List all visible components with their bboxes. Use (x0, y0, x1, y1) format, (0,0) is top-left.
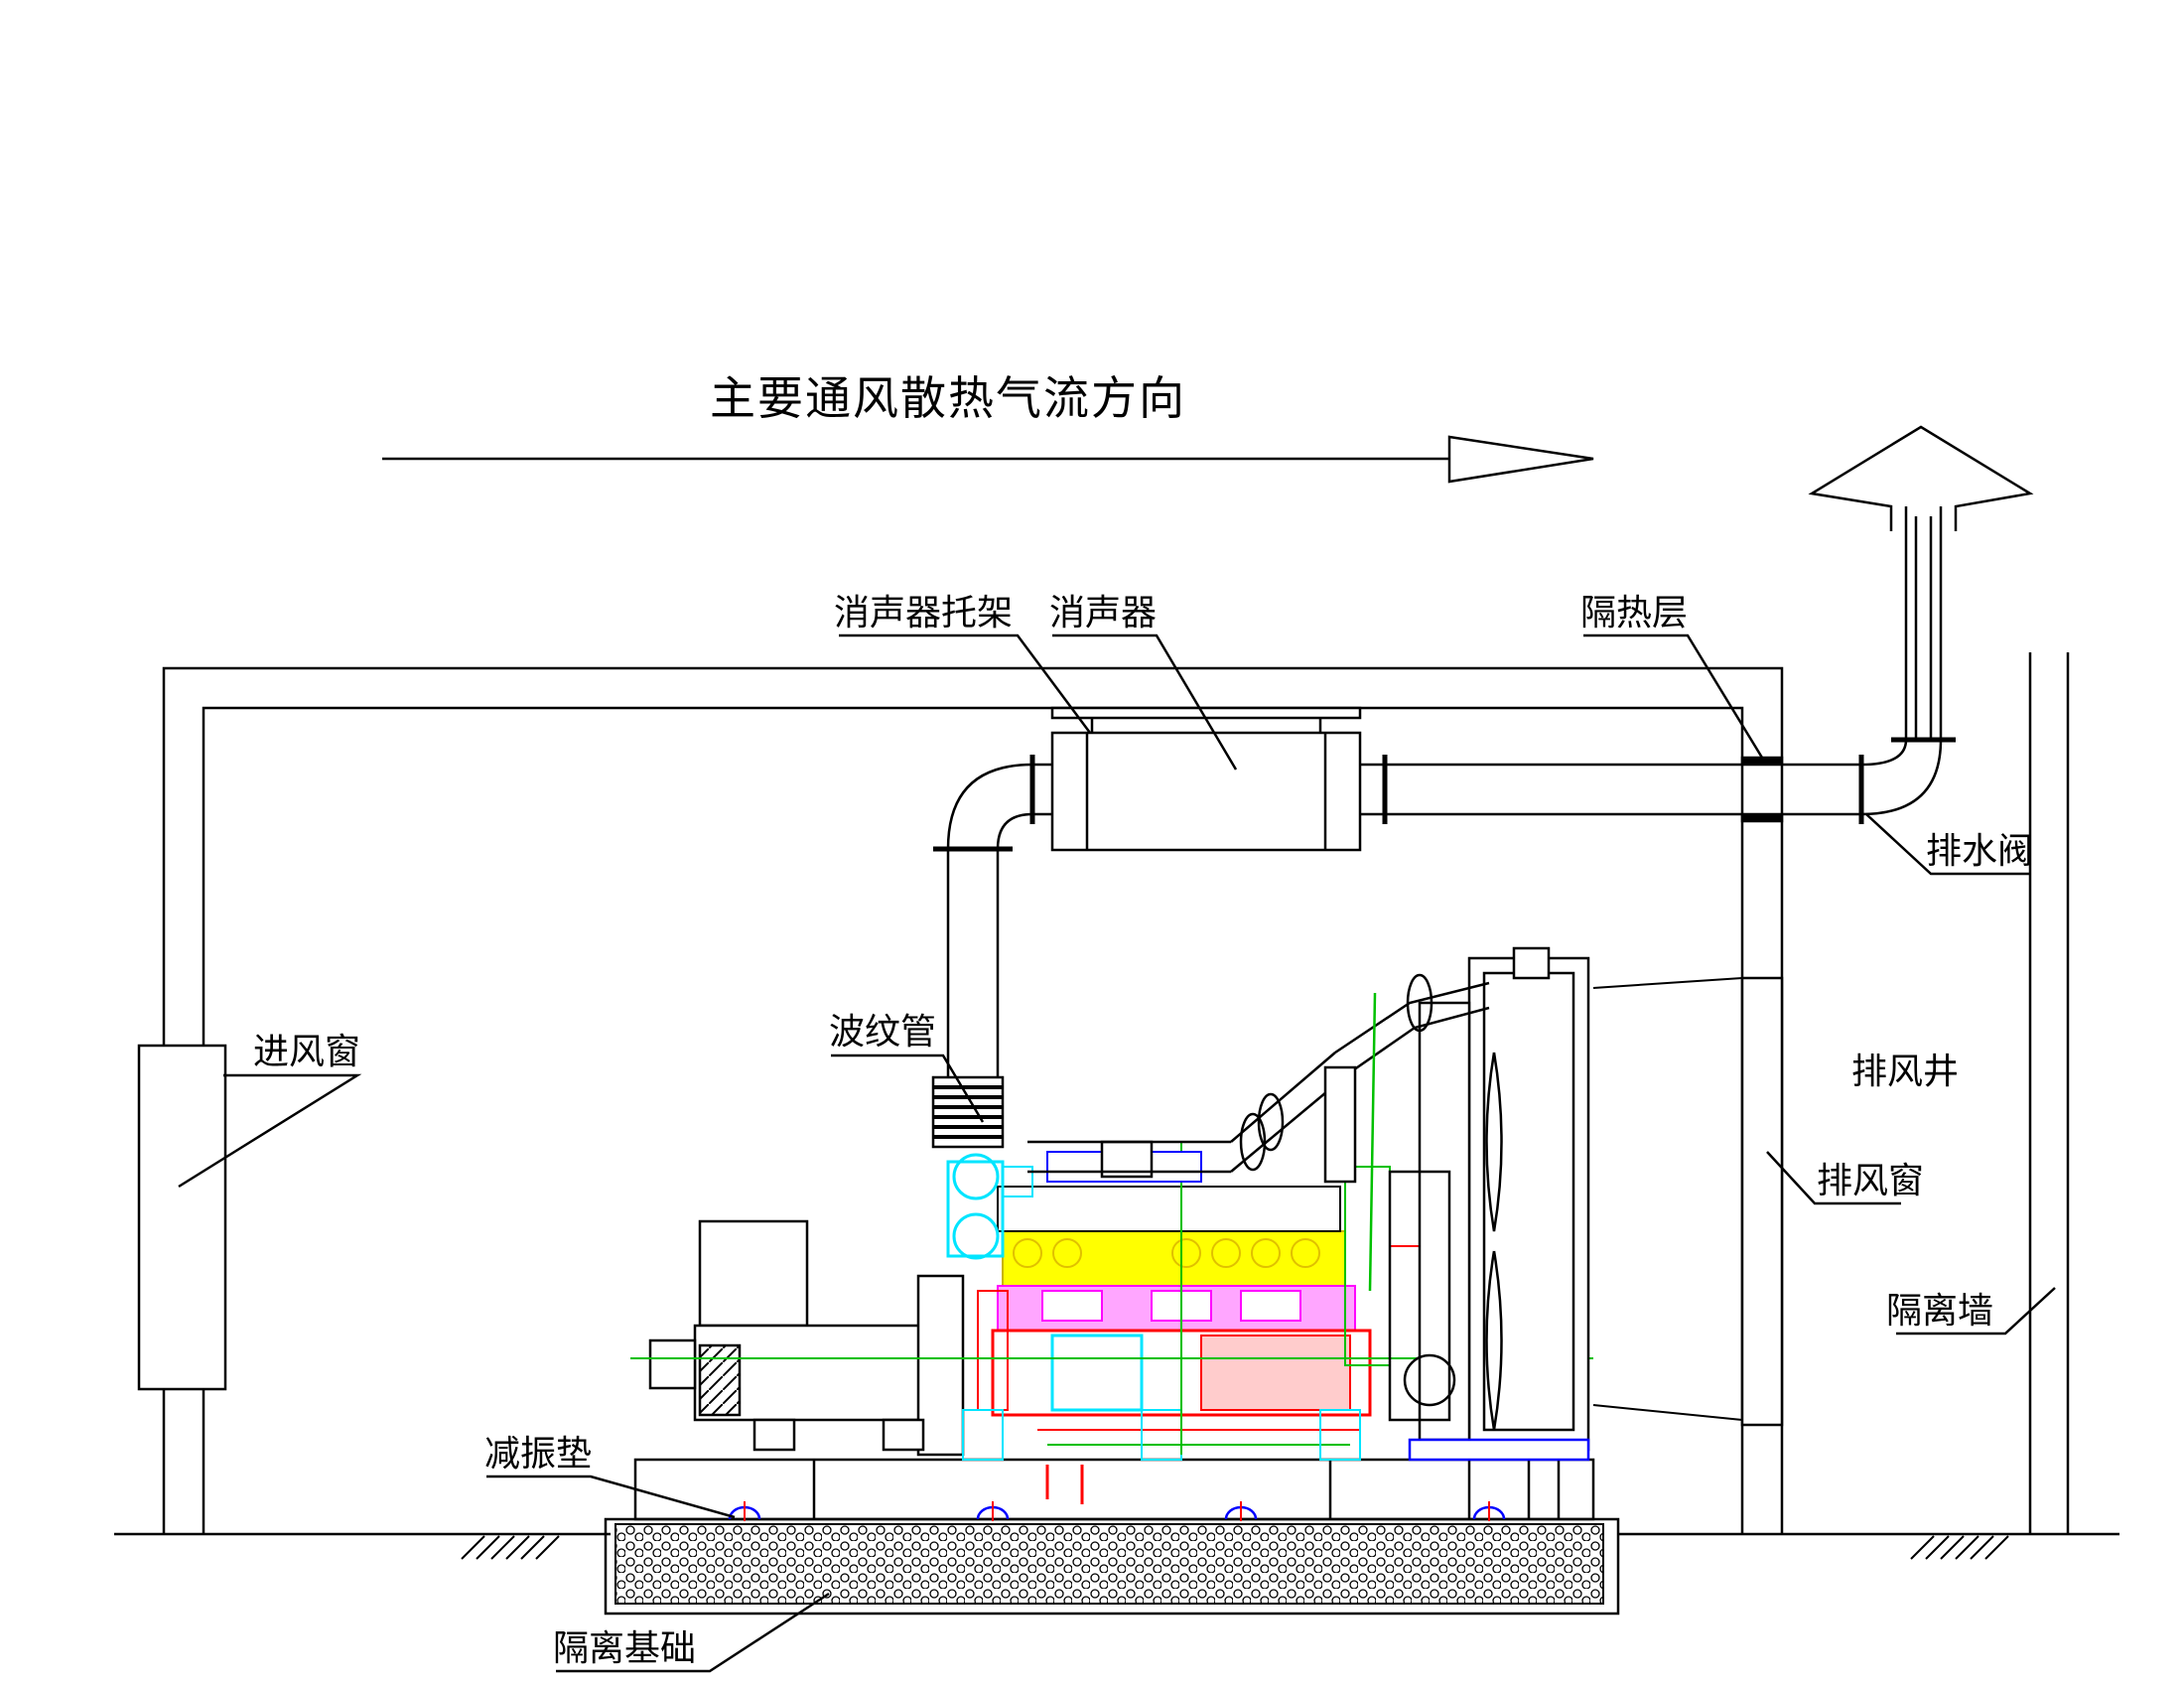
alternator (648, 1219, 965, 1457)
exhaust-riser (933, 755, 1052, 1077)
muffler-label: 消声器 (1049, 593, 1158, 633)
insulation-layer-label: 隔热层 (1580, 593, 1689, 633)
isolation-foundation (604, 1517, 1620, 1616)
airflow-arrow (382, 435, 1594, 484)
turbo-exhaust-pipe (1027, 973, 1490, 1292)
radiator (1388, 946, 1590, 1462)
base-frame (633, 1458, 1595, 1521)
muffler-bracket-label: 消声器托架 (834, 593, 1014, 633)
exhaust-pipe-horizontal (1360, 755, 1864, 824)
engine-block (630, 1140, 1593, 1504)
air-inlet-window (137, 1044, 227, 1391)
muffler (1050, 706, 1362, 852)
damping-pad-label: 减振垫 (484, 1434, 593, 1475)
exhaust-window (1592, 976, 1784, 1427)
damping-pad-marks (744, 1501, 1490, 1521)
leader-lines (178, 633, 2056, 1673)
damping-pads (728, 1505, 1506, 1520)
drain-valve-label: 排水阀 (1926, 831, 2034, 872)
exhaust-window-label: 排风窗 (1817, 1161, 1925, 1201)
bellows (931, 1075, 1005, 1149)
ground-hatch-left (461, 1535, 560, 1560)
isolation-wall (2028, 652, 2070, 1534)
exhaust-stack (1808, 425, 2034, 816)
isolation-foundation-label: 隔离基础 (553, 1628, 697, 1669)
bellows-label: 波纹管 (829, 1012, 937, 1053)
isolation-wall-label: 隔离墙 (1886, 1291, 1994, 1332)
air-inlet-window-label: 进风窗 (253, 1032, 361, 1072)
ground-hatch-right (1910, 1535, 2009, 1560)
airflow-direction-title: 主要通风散热气流方向 (710, 371, 1186, 425)
exhaust-shaft-label: 排风井 (1851, 1052, 1960, 1092)
